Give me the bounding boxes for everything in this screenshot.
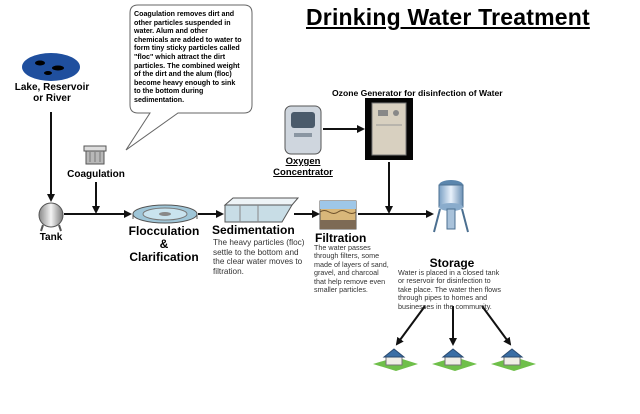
house-icon-left: [373, 348, 418, 371]
flocculation-label: Flocculation & Clarification: [118, 225, 210, 264]
lake-label: Lake, Reservoir or River: [8, 82, 96, 104]
house-icon-right: [491, 348, 536, 371]
storage-label: Storage: [429, 256, 475, 270]
speech-bubble: [125, 4, 253, 151]
page-title: Drinking Water Treatment: [306, 4, 590, 30]
tank-icon: [38, 202, 64, 232]
filtration-label: Filtration: [315, 231, 367, 245]
filtration-description: The water passes through filters, some m…: [314, 243, 389, 295]
sedimentation-description: The heavy particles (floc) settle to the…: [213, 238, 305, 276]
ozone-generator-icon: [365, 98, 413, 160]
coagulation-explanation: Coagulation removes dirt and other parti…: [134, 10, 242, 104]
coagulation-label: Coagulation: [67, 169, 125, 180]
flocculation-basin-icon: [132, 204, 198, 224]
lake-label-line2: or River: [33, 93, 71, 104]
filtration-bed-icon: [319, 200, 357, 230]
house-icon-center: [432, 348, 477, 371]
oxygen-label-line2: Concentrator: [273, 167, 333, 178]
lake-label-line1: Lake, Reservoir: [14, 82, 90, 93]
coagulation-container-icon: [83, 145, 107, 165]
tank-label: Tank: [39, 232, 63, 243]
oxygen-concentrator-icon: [284, 105, 322, 155]
oxygen-concentrator-label: Oxygen Concentrator: [266, 156, 340, 178]
flocculation-label-line1: Flocculation: [128, 224, 200, 238]
oxygen-label-line1: Oxygen: [285, 156, 321, 167]
sedimentation-label: Sedimentation: [212, 223, 295, 237]
sedimentation-basin-icon: [223, 197, 300, 223]
arrow-storage-to-house-right: [481, 305, 512, 346]
flocculation-label-line2: &: [159, 237, 169, 251]
lake-icon: [22, 53, 80, 81]
arrow-storage-to-house-left: [395, 305, 426, 346]
storage-description: Water is placed in a closed tank or rese…: [398, 268, 501, 311]
storage-tower-icon: [433, 180, 469, 233]
flocculation-label-line3: Clarification: [129, 250, 199, 264]
ozone-generator-heading: Ozone Generator for disinfection of Wate…: [332, 88, 503, 98]
